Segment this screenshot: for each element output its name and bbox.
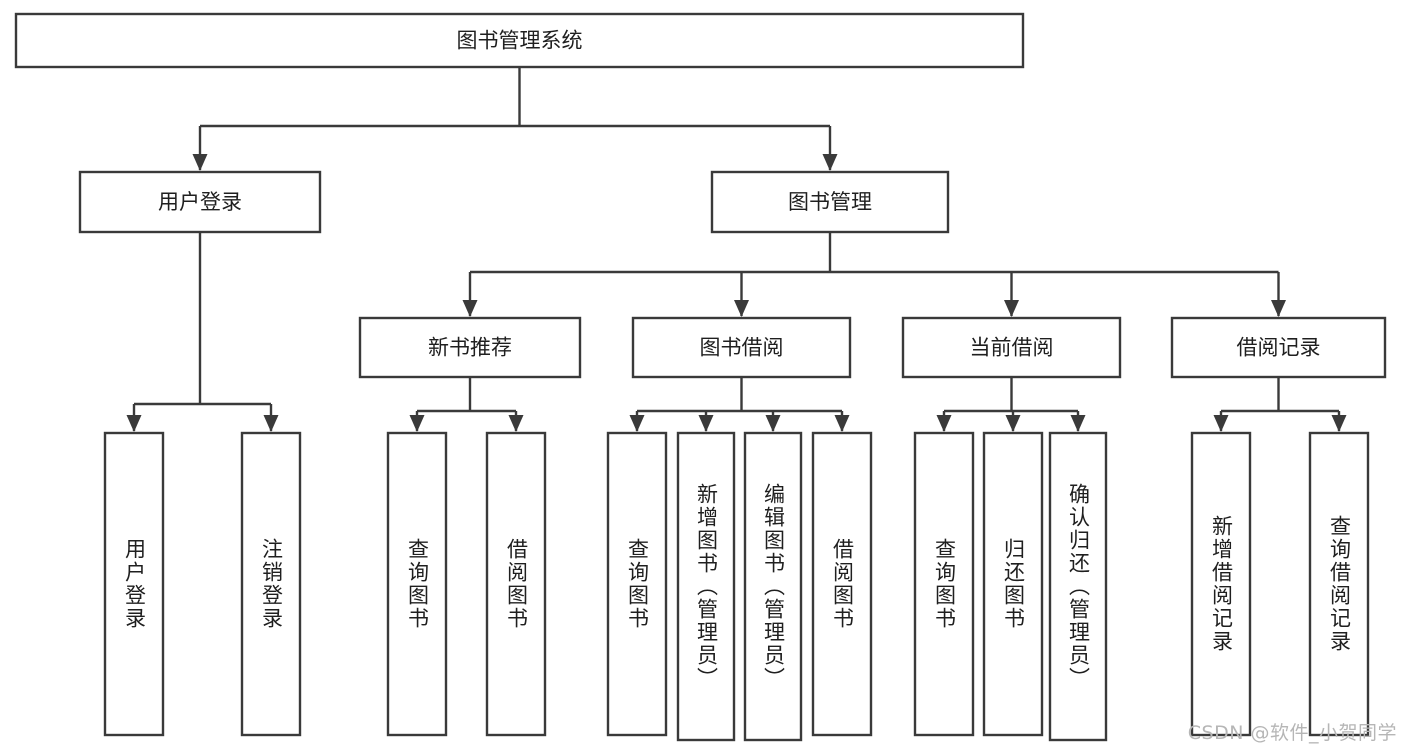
level2-node-book-manage[interactable]: 图书管理 [710, 170, 950, 234]
root-node-label: 图书管理系统 [457, 29, 583, 53]
arrow-down-icon [1271, 300, 1286, 317]
arrow-down-icon [1004, 300, 1019, 317]
level3-node-rect [1170, 316, 1387, 379]
level2-node-label: 用户登录 [158, 190, 242, 214]
root-node-root[interactable]: 图书管理系统 [14, 12, 1025, 69]
leaf-rect [103, 431, 165, 737]
leaf-rect [240, 431, 302, 737]
arrow-down-icon [263, 415, 279, 432]
arrow-down-icon [822, 154, 838, 171]
leaf-node-leaf-add-book[interactable] [676, 431, 736, 742]
arrow-down-icon [192, 154, 208, 171]
arrow-down-icon [936, 415, 952, 432]
level2-node-rect [78, 170, 322, 234]
leaf-node-leaf-borrow-book-1[interactable] [485, 431, 547, 737]
leaf-rect [386, 431, 448, 737]
leaf-rect [606, 431, 668, 737]
arrow-down-icon [409, 415, 425, 432]
leaf-rect [743, 431, 803, 742]
arrow-down-icon [126, 415, 142, 432]
arrow-down-icon [1331, 415, 1347, 432]
level3-node-book-borrow[interactable]: 图书借阅 [631, 316, 852, 379]
leaf-node-leaf-user-logout[interactable] [240, 431, 302, 737]
leaf-node-leaf-query-book-1[interactable] [386, 431, 448, 737]
level2-node-rect [710, 170, 950, 234]
arrow-down-icon [834, 415, 850, 432]
leaf-node-leaf-query-book-3[interactable] [913, 431, 975, 737]
leaf-rect [1308, 431, 1370, 737]
level3-node-current-borrow[interactable]: 当前借阅 [901, 316, 1122, 379]
watermark-text: CSDN @软件_小贺同学 [1187, 722, 1397, 744]
leaf-rect [676, 431, 736, 742]
leaf-rect [913, 431, 975, 737]
arrow-down-icon [508, 415, 524, 432]
arrow-down-icon [1213, 415, 1229, 432]
leaf-rect [1048, 431, 1108, 742]
leaf-rect [811, 431, 873, 737]
leaf-rect [485, 431, 547, 737]
level3-node-rect [631, 316, 852, 379]
arrow-down-icon [765, 415, 781, 432]
arrow-down-icon [1005, 415, 1021, 432]
connector-layer [126, 67, 1347, 432]
root-node-rect [14, 12, 1025, 69]
level3-node-rect [358, 316, 582, 379]
leaf-node-leaf-add-record[interactable] [1190, 431, 1252, 737]
arrow-down-icon [629, 415, 645, 432]
level3-node-new-book-recommend[interactable]: 新书推荐 [358, 316, 582, 379]
level3-node-label: 借阅记录 [1237, 336, 1321, 360]
arrow-down-icon [1070, 415, 1086, 432]
leaf-node-leaf-query-book-2[interactable] [606, 431, 668, 737]
level3-node-label: 当前借阅 [970, 336, 1054, 360]
level3-node-label: 新书推荐 [428, 336, 512, 360]
level2-node-user-login[interactable]: 用户登录 [78, 170, 322, 234]
leaf-node-leaf-query-record[interactable] [1308, 431, 1370, 737]
leaf-rect [1190, 431, 1252, 737]
leaf-rect [982, 431, 1044, 737]
arrow-down-icon [734, 300, 749, 317]
leaf-node-leaf-return-book[interactable] [982, 431, 1044, 737]
level2-node-label: 图书管理 [788, 190, 872, 214]
leaf-node-leaf-borrow-book-2[interactable] [811, 431, 873, 737]
leaf-node-leaf-edit-book[interactable] [743, 431, 803, 742]
level3-node-label: 图书借阅 [700, 336, 784, 360]
arrow-down-icon [462, 300, 478, 317]
level3-node-rect [901, 316, 1122, 379]
arrow-down-icon [698, 415, 714, 432]
level3-node-borrow-record[interactable]: 借阅记录 [1170, 316, 1387, 379]
leaf-node-leaf-confirm-return[interactable] [1048, 431, 1108, 742]
leaf-node-leaf-user-login[interactable] [103, 431, 165, 737]
